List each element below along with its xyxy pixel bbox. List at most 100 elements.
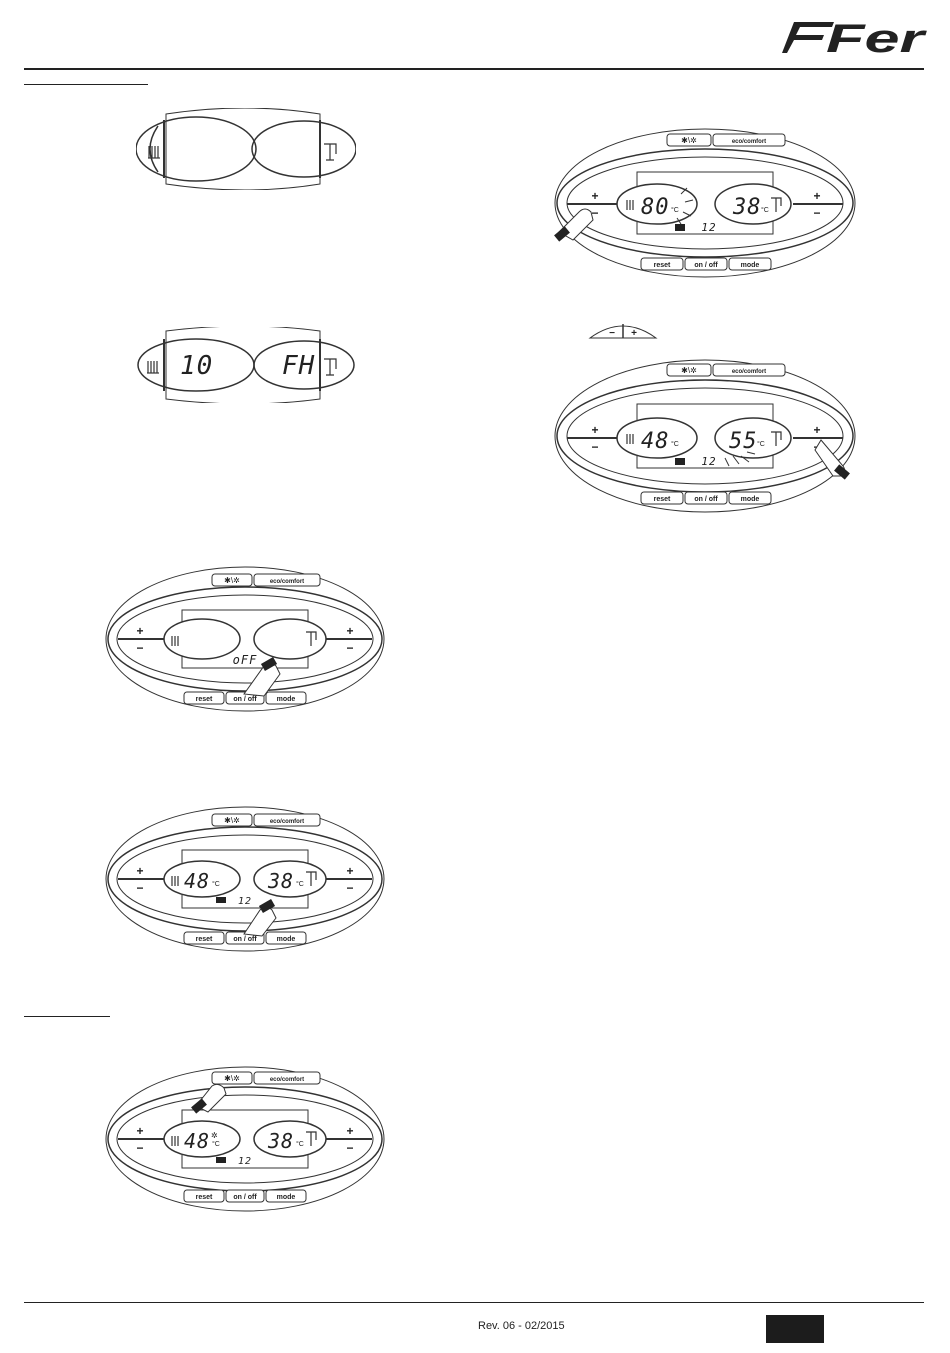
- display-panel-empty: [136, 108, 356, 190]
- mode-button[interactable]: mode: [265, 1189, 307, 1203]
- section-underline-mid: [24, 1016, 110, 1017]
- heating-temp: 80: [641, 195, 670, 220]
- svg-text:on / off: on / off: [233, 1194, 257, 1201]
- dhw-plus-button[interactable]: +: [346, 864, 353, 878]
- reset-button[interactable]: reset: [640, 257, 684, 271]
- heating-plus-button[interactable]: +: [136, 624, 143, 638]
- tap-icon: [771, 197, 782, 212]
- dhw-unit: °C: [296, 880, 304, 888]
- svg-text:on / off: on / off: [694, 262, 718, 269]
- reset-button[interactable]: reset: [183, 691, 225, 705]
- summer-winter-button[interactable]: ✱\✲: [211, 813, 253, 827]
- eco-comfort-button[interactable]: eco/comfort: [712, 133, 786, 147]
- heating-temp: 48: [184, 869, 210, 893]
- param-left-value: 10: [180, 351, 213, 381]
- minus-plus-key: − +: [588, 324, 658, 339]
- summer-winter-button[interactable]: ✱\✲: [211, 1071, 253, 1085]
- eco-comfort-button[interactable]: eco/comfort: [253, 813, 321, 827]
- pressure-indicator: 12: [701, 455, 716, 468]
- dhw-plus-button[interactable]: +: [346, 1124, 353, 1138]
- reset-button[interactable]: reset: [183, 1189, 225, 1203]
- page-number-box: [766, 1315, 824, 1343]
- radiator-icon: [626, 200, 634, 210]
- dhw-unit: °C: [757, 440, 765, 448]
- tap-icon: [306, 1131, 317, 1146]
- svg-text:eco/comfort: eco/comfort: [732, 139, 766, 145]
- svg-text:✱\✲: ✱\✲: [681, 366, 697, 375]
- reset-button[interactable]: reset: [183, 931, 225, 945]
- dhw-minus-button[interactable]: −: [346, 641, 353, 655]
- radiator-icon: [148, 146, 160, 159]
- on-off-button[interactable]: on / off: [684, 257, 728, 271]
- pressure-indicator: 12: [238, 896, 252, 907]
- reset-button[interactable]: reset: [640, 491, 684, 505]
- summer-winter-button[interactable]: ✱\✲: [211, 573, 253, 587]
- on-off-button[interactable]: on / off: [225, 1189, 265, 1203]
- dhw-minus-button[interactable]: −: [813, 206, 820, 220]
- svg-text:eco/comfort: eco/comfort: [732, 369, 766, 375]
- control-panel-heating-adjust: eco/comfort ✱\✲ + − + − 80 °C 38 °C 12 r…: [554, 128, 856, 278]
- pointing-hand-icon: [243, 657, 281, 697]
- pointing-hand-icon: [191, 1083, 227, 1114]
- heating-temp: 48: [184, 1129, 210, 1153]
- heating-plus-button[interactable]: +: [136, 864, 143, 878]
- svg-text:eco/comfort: eco/comfort: [270, 1077, 304, 1083]
- svg-text:reset: reset: [196, 936, 213, 943]
- header-rule: [24, 68, 924, 70]
- mode-button[interactable]: mode: [728, 491, 772, 505]
- footer-rule: [24, 1302, 924, 1303]
- pointing-hand-icon: [814, 439, 850, 480]
- tap-icon: [306, 871, 317, 886]
- off-status: oFF: [233, 653, 258, 667]
- summer-winter-button[interactable]: ✱\✲: [666, 133, 712, 147]
- heating-plus-button[interactable]: +: [136, 1124, 143, 1138]
- svg-text:✱\✲: ✱\✲: [681, 136, 697, 145]
- dhw-minus-button[interactable]: −: [346, 881, 353, 895]
- eco-comfort-button[interactable]: eco/comfort: [712, 363, 786, 377]
- blink-rays-icon: [724, 451, 756, 467]
- tap-icon: [324, 358, 337, 376]
- eco-comfort-button[interactable]: eco/comfort: [253, 573, 321, 587]
- brand-logo: Fer: [782, 14, 928, 61]
- key-plus: +: [631, 328, 637, 339]
- section-underline-top: [24, 84, 148, 85]
- tap-icon: [306, 631, 317, 646]
- brand-logo-text: Fer: [826, 17, 927, 56]
- tap-icon: [324, 143, 337, 161]
- control-panel-normal: eco/comfort ✱\✲ + − + − 48 °C 38 °C 12 r…: [105, 806, 385, 952]
- svg-text:reset: reset: [196, 1194, 213, 1201]
- pointing-hand-icon: [554, 208, 594, 242]
- radiator-indicator-icon: [216, 1157, 226, 1163]
- heating-plus-button[interactable]: +: [591, 189, 598, 203]
- dhw-temp: 38: [267, 869, 294, 893]
- dhw-plus-button[interactable]: +: [813, 189, 820, 203]
- mode-button[interactable]: mode: [265, 691, 307, 705]
- dhw-minus-button[interactable]: −: [346, 1141, 353, 1155]
- dhw-temp: 38: [267, 1129, 294, 1153]
- heating-temp: 48: [641, 429, 670, 454]
- pressure-indicator: 12: [238, 1156, 252, 1167]
- svg-text:✱\✲: ✱\✲: [224, 1074, 240, 1083]
- dhw-plus-button[interactable]: +: [813, 423, 820, 437]
- svg-text:mode: mode: [277, 696, 296, 703]
- heating-minus-button[interactable]: −: [136, 881, 143, 895]
- heating-unit: °C: [671, 206, 679, 214]
- mode-button[interactable]: mode: [265, 931, 307, 945]
- sun-icon: ✲: [211, 1131, 218, 1140]
- heating-unit: °C: [212, 880, 220, 888]
- dhw-plus-button[interactable]: +: [346, 624, 353, 638]
- heating-minus-button[interactable]: −: [591, 440, 598, 454]
- summer-winter-button[interactable]: ✱\✲: [666, 363, 712, 377]
- dhw-temp: 38: [732, 195, 762, 220]
- heating-minus-button[interactable]: −: [136, 641, 143, 655]
- on-off-button[interactable]: on / off: [684, 491, 728, 505]
- heating-minus-button[interactable]: −: [136, 1141, 143, 1155]
- heating-minus-button[interactable]: −: [591, 206, 598, 220]
- eco-comfort-button[interactable]: eco/comfort: [253, 1071, 321, 1085]
- svg-text:on / off: on / off: [233, 936, 257, 943]
- control-panel-summer-winter: eco/comfort ✱\✲ + − + − 48 °C ✲ 38 °C 12…: [105, 1066, 385, 1212]
- heating-plus-button[interactable]: +: [591, 423, 598, 437]
- heating-unit: °C: [671, 440, 679, 448]
- svg-text:eco/comfort: eco/comfort: [270, 579, 304, 585]
- mode-button[interactable]: mode: [728, 257, 772, 271]
